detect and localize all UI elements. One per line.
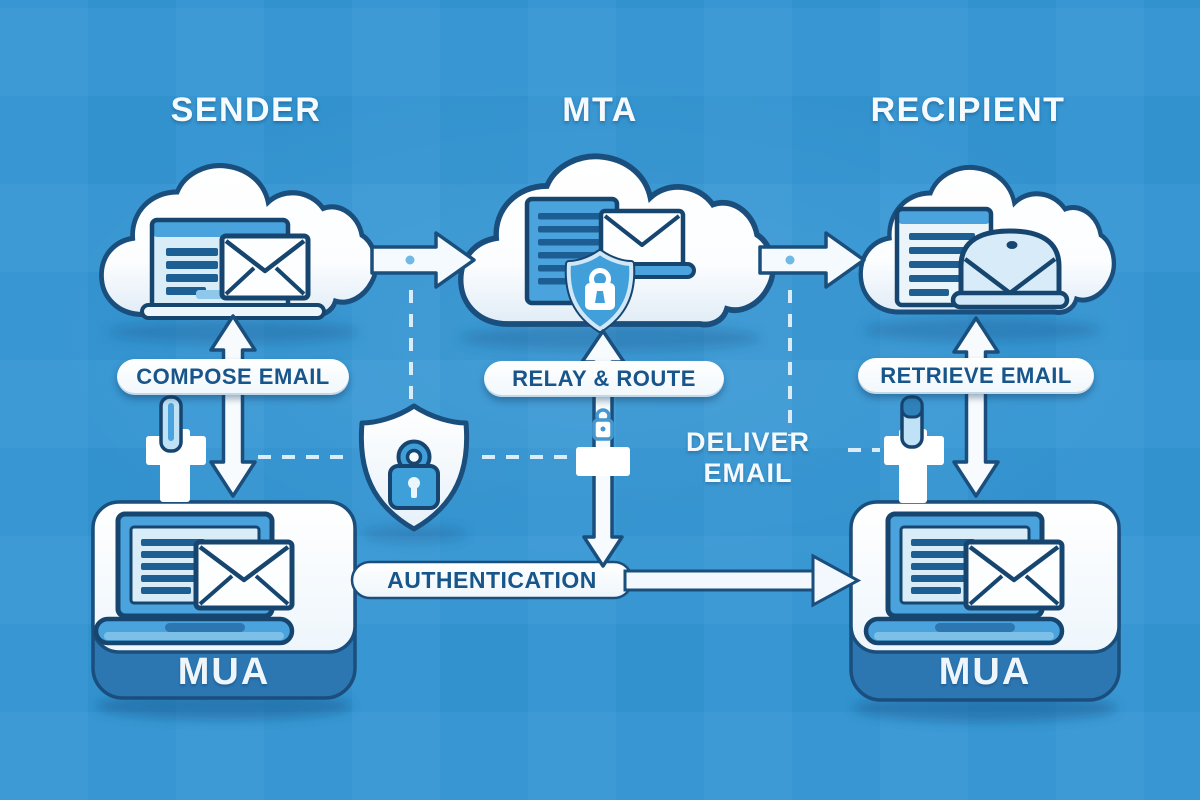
arrow-dot xyxy=(785,255,795,265)
padlock-icon xyxy=(388,439,440,510)
plug-connector-left xyxy=(146,395,206,502)
mua-left-label: MUA xyxy=(177,650,271,693)
laptop-base xyxy=(950,290,1070,310)
text-lines xyxy=(166,248,218,295)
authentication-bar xyxy=(350,553,862,608)
mua-right-label: MUA xyxy=(938,650,1032,693)
mta-shield-lock-icon xyxy=(564,249,636,333)
arrow-retrieve-vertical xyxy=(952,316,1000,498)
mta-title: MTA xyxy=(562,90,638,129)
envelope-icon xyxy=(598,208,686,271)
arrow-compose-vertical xyxy=(209,314,257,498)
plug-connector-right xyxy=(884,395,944,503)
security-shield-icon xyxy=(358,403,470,532)
mini-lock-icon xyxy=(592,408,614,441)
retrieve-email-label: RETRIEVE EMAIL xyxy=(858,358,1094,394)
arrow-mta-to-recipient xyxy=(758,231,866,289)
recipient-title: RECIPIENT xyxy=(870,90,1066,129)
sender-title: SENDER xyxy=(170,90,322,129)
closed-mail-icon xyxy=(958,228,1062,300)
mua-box-right xyxy=(849,500,1121,702)
sender-mail-client-icon xyxy=(140,217,326,320)
mta-server-icon xyxy=(524,196,696,333)
arrow-sender-to-mta xyxy=(370,231,476,289)
server-lines xyxy=(538,213,606,285)
laptop-envelope-icon xyxy=(93,511,295,646)
plug-connector-mta xyxy=(576,408,630,476)
authentication-label: AUTHENTICATION xyxy=(387,566,597,593)
recipient-mailbox-icon xyxy=(894,206,1070,310)
dashed-lines xyxy=(258,290,880,459)
envelope-icon xyxy=(219,233,311,301)
text-lines xyxy=(909,233,975,296)
arrow-dot xyxy=(405,255,415,265)
deliver-email-label: DELIVER EMAIL xyxy=(685,427,811,488)
compose-email-label: COMPOSE EMAIL xyxy=(117,359,349,395)
mua-box-left xyxy=(91,500,357,700)
arrow-head-right xyxy=(811,553,862,608)
laptop-envelope-icon xyxy=(863,511,1065,646)
relay-route-label: RELAY & ROUTE xyxy=(484,361,724,397)
